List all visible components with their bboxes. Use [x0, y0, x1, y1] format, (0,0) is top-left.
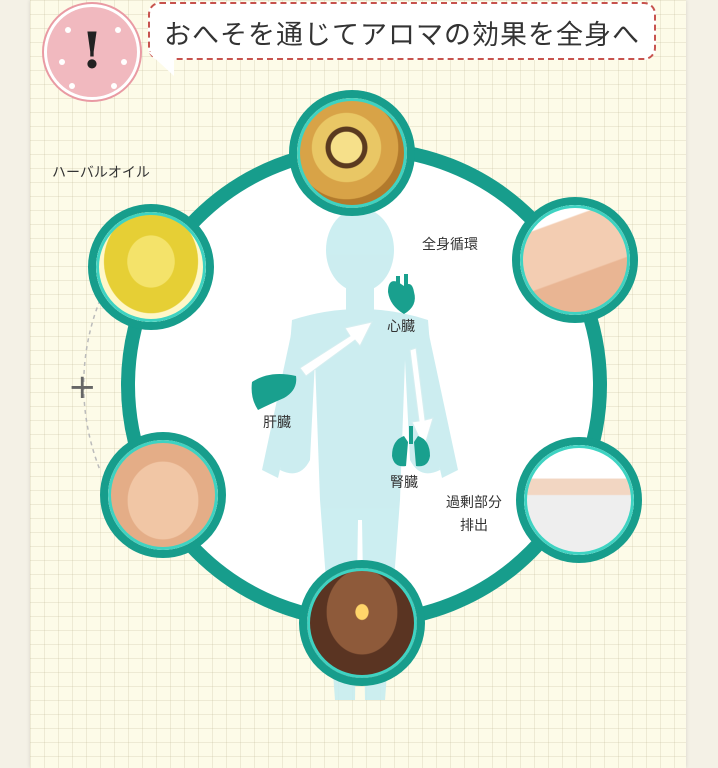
page-title: おへそを通じてアロマの効果を全身へ — [164, 20, 640, 51]
photo-herbal-oil — [88, 204, 214, 330]
liver-icon — [251, 374, 297, 410]
label-kidney: 腎臓 — [390, 475, 418, 491]
arrow-icon — [299, 321, 373, 377]
dashed-arc — [82, 299, 101, 471]
alert-circle-icon: ! — [44, 4, 140, 100]
alert-symbol: ! — [81, 21, 103, 80]
label-herbal-oil: ハーバルオイル — [52, 165, 150, 181]
label-heart: 心臓 — [387, 319, 415, 335]
lungs-icon — [392, 426, 430, 467]
photo-woman-stretch — [516, 437, 642, 563]
label-liver: 肝臓 — [263, 415, 291, 431]
bubble-tail — [148, 52, 174, 76]
heart-icon — [388, 274, 415, 314]
label-circulation: 全身循環 — [422, 237, 478, 253]
label-excess-line2: 排出 — [460, 518, 488, 534]
arrow-icon — [409, 347, 434, 450]
headline-bubble: おへそを通じてアロマの効果を全身へ — [148, 2, 656, 60]
plus-icon: + — [68, 367, 97, 407]
photo-abdomen — [100, 432, 226, 558]
human-silhouette — [262, 208, 458, 700]
photo-arm-skin — [512, 197, 638, 323]
photo-herbs-bowls — [289, 90, 415, 216]
photo-candle-cupping — [299, 560, 425, 686]
label-excess-line1: 過剰部分 — [446, 495, 502, 511]
